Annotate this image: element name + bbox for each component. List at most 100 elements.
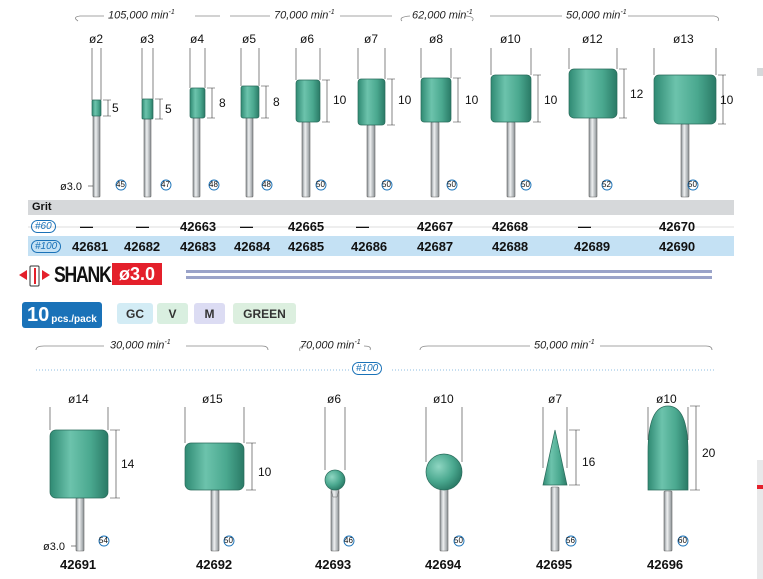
shank-size-badge: ø3.0 <box>112 263 162 285</box>
code-cell: — <box>578 219 591 234</box>
code-cell: 42685 <box>288 239 325 254</box>
bottom-tools <box>49 405 700 552</box>
top-height-1: 5 <box>112 101 119 115</box>
top-speed-62000: 62,000 min-1 <box>412 9 473 22</box>
bottom-height-5: 16 <box>582 455 596 469</box>
bottom-speed-50000: 50,000 min-1 <box>534 339 595 352</box>
edge-mark <box>757 485 763 489</box>
top-height-7: 10 <box>465 93 479 107</box>
tag-v: V <box>157 303 188 324</box>
bottom-diam-3: ø6 <box>327 392 342 406</box>
pack-chip: 47 <box>161 180 170 189</box>
bottom-speed-30000: 30,000 min-1 <box>110 339 171 352</box>
code-cell: 42682 <box>124 239 161 254</box>
pack-badge: 10 pcs./pack <box>22 302 102 328</box>
top-height-6: 10 <box>398 93 412 107</box>
bottom-code-2: 42692 <box>196 557 233 572</box>
code-cell: — <box>356 219 369 234</box>
code-cell: 42681 <box>72 239 109 254</box>
top-height-2: 5 <box>165 102 172 116</box>
tag-green: GREEN <box>233 303 296 324</box>
pack-chip: 56 <box>566 536 575 545</box>
bottom-code-3: 42693 <box>315 557 352 572</box>
code-cell: — <box>80 219 93 234</box>
pack-chip: 50 <box>688 180 697 189</box>
pack-chip: 50 <box>382 180 391 189</box>
top-speed-70000: 70,000 min-1 <box>274 9 335 22</box>
top-diam-6: ø7 <box>364 32 379 46</box>
pack-chip: 54 <box>99 536 108 545</box>
pack-chip: 50 <box>454 536 463 545</box>
top-diam-10: ø13 <box>673 32 694 46</box>
table-row-100-bg <box>28 236 734 256</box>
bottom-code-1: 42691 <box>60 557 97 572</box>
pack-chip: 50 <box>521 180 530 189</box>
bottom-diam-2: ø15 <box>202 392 223 406</box>
bottom-diam-6: ø10 <box>656 392 677 406</box>
shank-icon <box>19 265 50 287</box>
top-diam-8: ø10 <box>500 32 521 46</box>
top-height-9: 12 <box>630 87 644 101</box>
pack-chip: 50 <box>447 180 456 189</box>
edge-mark <box>757 460 763 579</box>
top-shank-label: ø3.0 <box>60 181 83 193</box>
code-cell: 42687 <box>417 239 454 254</box>
code-cell: 42686 <box>351 239 388 254</box>
bottom-code-6: 42696 <box>647 557 684 572</box>
top-diam-3: ø4 <box>190 32 205 46</box>
code-cell: — <box>240 219 253 234</box>
code-cell: 42690 <box>659 239 696 254</box>
grit-60-label: #60 <box>31 220 56 233</box>
bottom-diam-1: ø14 <box>68 392 89 406</box>
pack-chip: 50 <box>224 536 233 545</box>
code-cell: 42665 <box>288 219 325 234</box>
top-diam-5: ø6 <box>300 32 315 46</box>
top-tools <box>88 48 726 198</box>
top-speed-105000: 105,000 min-1 <box>108 9 175 22</box>
code-cell: 42663 <box>180 219 217 234</box>
top-speed-50000: 50,000 min-1 <box>566 9 627 22</box>
code-cell: 42684 <box>234 239 271 254</box>
bottom-diam-5: ø7 <box>548 392 563 406</box>
section-divider <box>186 270 712 279</box>
top-diam-4: ø5 <box>242 32 257 46</box>
code-cell: 42668 <box>492 219 529 234</box>
bottom-height-1: 14 <box>121 457 135 471</box>
bottom-height-2: 10 <box>258 465 272 479</box>
code-cell: 42667 <box>417 219 454 234</box>
code-cell: — <box>136 219 149 234</box>
edge-mark <box>757 68 763 76</box>
code-cell: 42689 <box>574 239 611 254</box>
bottom-shank-label: ø3.0 <box>43 541 66 553</box>
pack-chip: 48 <box>209 180 218 189</box>
shank-word: SHANK <box>54 262 112 287</box>
grit-100-label: #100 <box>31 240 62 253</box>
top-speed-ranges <box>75 15 719 22</box>
code-cell: 42688 <box>492 239 529 254</box>
pack-chip: 52 <box>602 180 611 189</box>
bottom-code-5: 42695 <box>536 557 573 572</box>
top-height-8: 10 <box>544 93 558 107</box>
pack-chip: 50 <box>316 180 325 189</box>
bottom-speed-70000: 70,000 min-1 <box>300 339 361 352</box>
bottom-diam-4: ø10 <box>433 392 454 406</box>
pack-chip: 60 <box>678 536 687 545</box>
tag-gc: GC <box>117 303 153 324</box>
top-height-10: 10 <box>720 93 734 107</box>
pack-chip: 48 <box>262 180 271 189</box>
top-diam-9: ø12 <box>582 32 603 46</box>
code-cell: 42670 <box>659 219 696 234</box>
grit-header: Grit <box>32 201 52 213</box>
top-diam-1: ø2 <box>89 32 104 46</box>
top-height-3: 8 <box>219 96 226 110</box>
top-height-5: 10 <box>333 93 347 107</box>
tag-m: M <box>194 303 225 324</box>
top-diam-2: ø3 <box>140 32 155 46</box>
table-header-bg <box>28 200 734 215</box>
bottom-speed-ranges <box>35 345 716 371</box>
top-height-4: 8 <box>273 95 280 109</box>
pack-chip: 45 <box>116 180 125 189</box>
bottom-grit-label: #100 <box>352 362 383 375</box>
code-cell: 42683 <box>180 239 217 254</box>
